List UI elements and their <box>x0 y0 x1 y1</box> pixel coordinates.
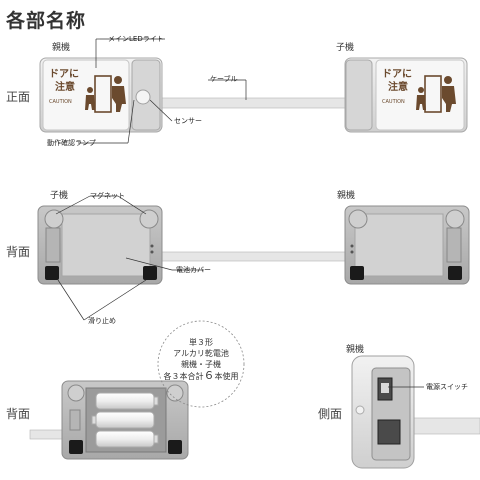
door-warning-pictogram-right <box>416 75 456 113</box>
parent-unit-label: 親機 <box>52 43 71 53</box>
battery-note-line2: アルカリ乾電池 <box>173 349 229 358</box>
child-unit-label: 子機 <box>336 43 355 53</box>
sensor-icon <box>135 89 151 105</box>
callout-cable: ケーブル <box>210 75 238 83</box>
battery-note-number: ６ <box>203 369 215 382</box>
back-callout-lines <box>55 195 204 321</box>
callout-magnet: マグネット <box>90 192 125 200</box>
front-callout-lines <box>78 38 247 144</box>
foot-icon <box>45 266 59 280</box>
foot-icon <box>448 266 462 280</box>
battery-note-prefix: 各３本合計 <box>163 372 204 381</box>
battery-icon <box>95 430 155 448</box>
child-unit-back <box>37 205 163 285</box>
parent-unit-back <box>344 205 470 285</box>
page-title: 各部名称 <box>6 10 87 32</box>
back-cable <box>159 251 351 262</box>
sticker-text-child: ドアに 注意 CAUTION <box>382 68 412 109</box>
section-label-back: 背面 <box>6 245 31 259</box>
foot-icon <box>143 266 157 280</box>
sticker-line1: ドアに <box>49 69 79 80</box>
side-cable <box>404 417 480 435</box>
callout-anti-slip: 滑り止め <box>88 317 116 325</box>
magnet-icon <box>44 209 64 229</box>
section-label-front: 正面 <box>6 90 31 104</box>
battery-note-line3: 親機・子機 <box>181 360 221 369</box>
sticker-line1: ドアに <box>382 69 412 80</box>
sticker-caption: CAUTION <box>382 99 405 105</box>
section-label-side: 側面 <box>318 407 343 421</box>
sticker-caption: CAUTION <box>49 99 72 105</box>
callout-battery-cover: 電池カバー <box>176 266 211 274</box>
sticker-line2: 注意 <box>55 82 75 93</box>
callout-sensor: センサー <box>174 117 202 125</box>
battery-icon <box>95 392 155 410</box>
child-unit-back-label: 子機 <box>50 191 69 201</box>
sticker-line2: 注意 <box>388 82 408 93</box>
battery-note: 単３形 アルカリ乾電池 親機・子機 各３本合計６本使用 <box>158 337 244 382</box>
parent-unit-side-label: 親機 <box>346 345 365 355</box>
callout-check-lamp: 動作確認ランプ <box>47 139 96 147</box>
battery-cells <box>91 392 159 448</box>
battery-icon <box>95 411 155 429</box>
callout-power-switch: 電源スイッチ <box>426 383 468 391</box>
battery-note-circle <box>157 320 245 408</box>
battery-note-suffix: 本使用 <box>214 372 239 381</box>
foot-icon <box>350 266 364 280</box>
sticker-text-parent: ドアに 注意 CAUTION <box>49 68 79 109</box>
door-warning-pictogram-left <box>85 75 126 113</box>
section-label-back-open: 背面 <box>6 407 31 421</box>
battery-note-line4: 各３本合計６本使用 <box>158 370 244 382</box>
battery-note-line1: 単３形 <box>189 338 213 347</box>
parent-unit-side <box>351 355 415 469</box>
front-cable <box>149 97 356 109</box>
parent-unit-back-label: 親機 <box>337 191 356 201</box>
callout-main-led: メインLEDライト <box>108 35 164 43</box>
